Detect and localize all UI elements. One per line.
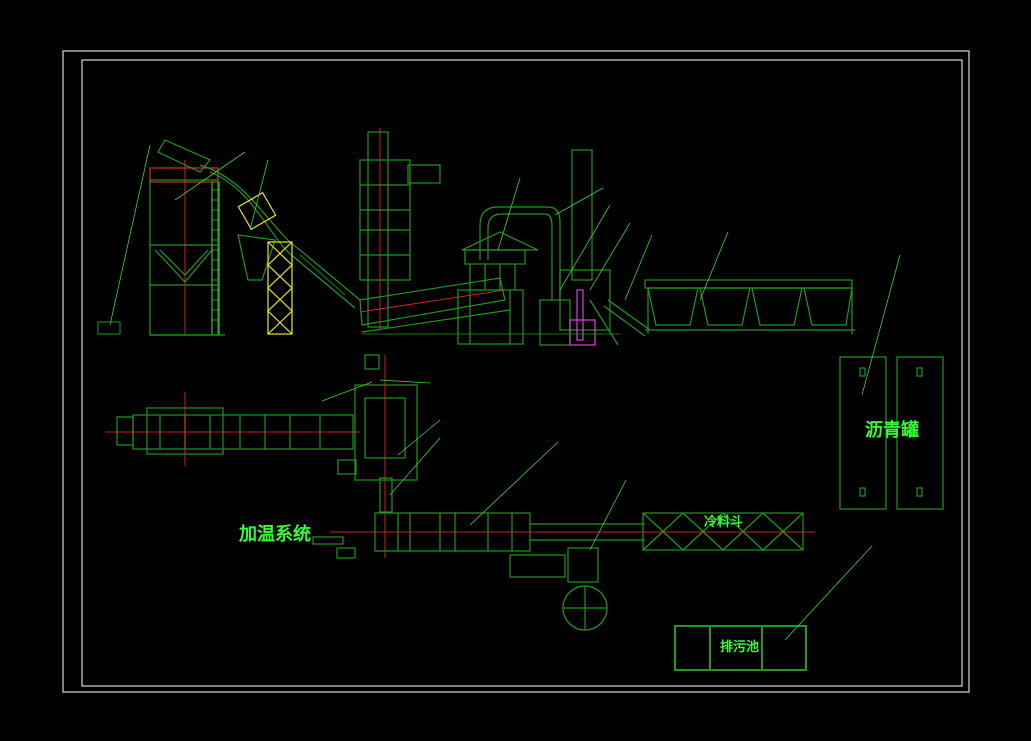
dryer-drum-elevation xyxy=(359,277,511,333)
cold-hopper-plan xyxy=(642,512,815,551)
label-cold-hopper: 冷料斗 xyxy=(704,514,743,530)
chimney xyxy=(539,149,619,346)
drawing-frame xyxy=(62,50,970,693)
dryer-drum-plan xyxy=(312,512,645,559)
sewage-pool xyxy=(674,625,807,671)
tower-plan xyxy=(337,354,418,558)
label-heating-system: 加温系统 xyxy=(238,523,311,545)
truss-support xyxy=(267,241,293,335)
elevation-view xyxy=(149,128,855,346)
feed-conveyor xyxy=(603,299,651,337)
conveyor-plan xyxy=(105,392,360,466)
label-asphalt-tank: 沥青罐 xyxy=(865,419,919,441)
dust-collector xyxy=(457,206,561,345)
motor-base xyxy=(97,321,121,335)
fan-plan xyxy=(509,547,608,631)
mixing-tower xyxy=(149,139,225,336)
label-sewage-pool: 排污池 xyxy=(720,639,759,655)
leader-lines xyxy=(109,144,901,641)
asphalt-tanks xyxy=(839,356,944,510)
cold-bins-elevation xyxy=(644,279,855,334)
plan-view xyxy=(105,354,944,671)
